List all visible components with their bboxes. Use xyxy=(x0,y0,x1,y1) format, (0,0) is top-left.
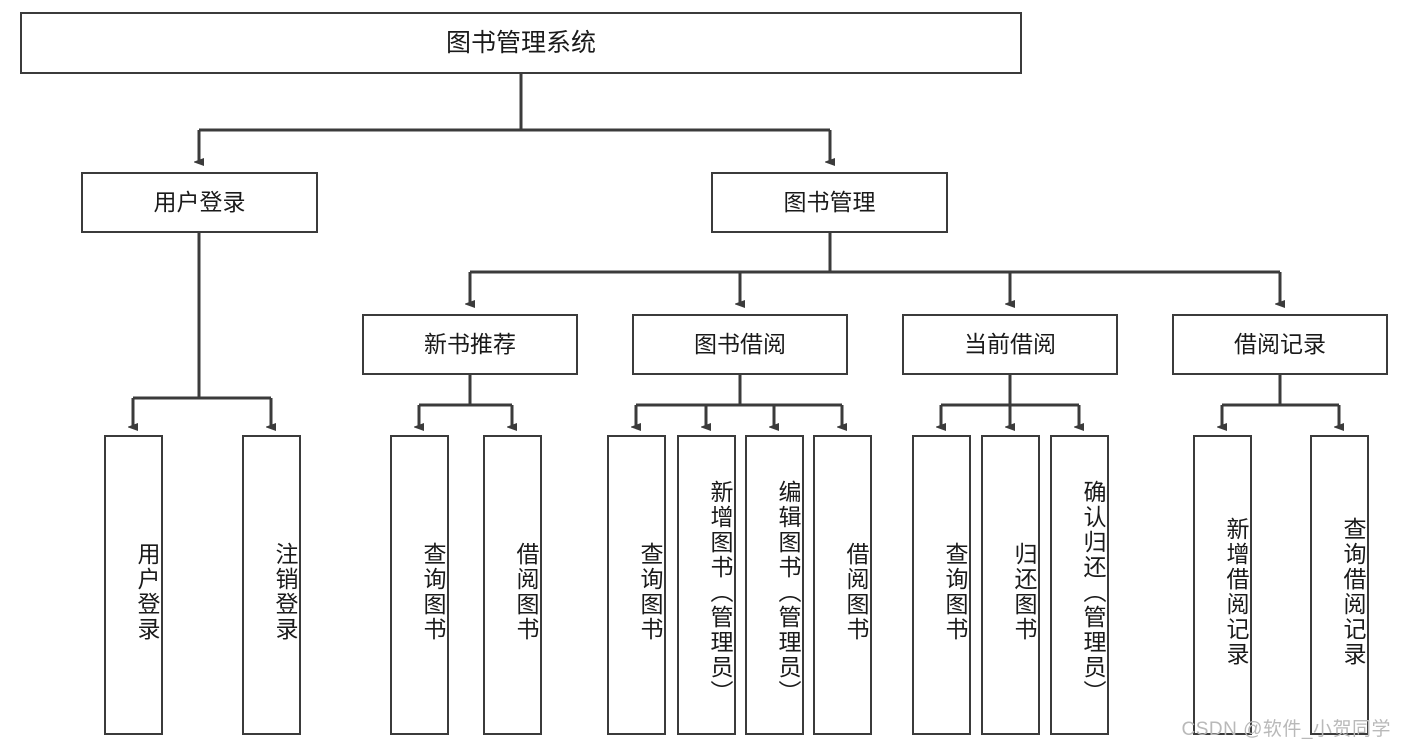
node-root-system[interactable]: 图书管理系统 xyxy=(20,12,1022,74)
node-label: 用户登录 xyxy=(134,542,160,642)
node-label: 查询图书 xyxy=(942,542,968,642)
node-label: 注销登录 xyxy=(272,542,298,642)
node-book-management[interactable]: 图书管理 xyxy=(711,172,948,233)
leaf-borrow-record-query[interactable]: 查询借阅记录 xyxy=(1310,435,1369,735)
node-label: 图书管理系统 xyxy=(445,29,596,57)
node-label: 归还图书 xyxy=(1011,542,1037,642)
leaf-current-borrow-return[interactable]: 归还图书 xyxy=(981,435,1040,735)
leaf-new-book-borrow[interactable]: 借阅图书 xyxy=(483,435,542,735)
csdn-watermark: CSDN @软件_小贺同学 xyxy=(1181,719,1391,740)
node-new-book-recommend[interactable]: 新书推荐 xyxy=(362,314,578,375)
leaf-user-login-logout[interactable]: 注销登录 xyxy=(242,435,301,735)
leaf-current-borrow-query[interactable]: 查询图书 xyxy=(912,435,971,735)
node-label: 查询借阅记录 xyxy=(1340,517,1366,667)
node-book-borrow[interactable]: 图书借阅 xyxy=(632,314,848,375)
leaf-new-book-query[interactable]: 查询图书 xyxy=(390,435,449,735)
node-label: 图书借阅 xyxy=(694,330,786,357)
node-label: 借阅图书 xyxy=(843,542,869,642)
node-label: 确认归还（管理员） xyxy=(1080,479,1106,705)
node-label: 新书推荐 xyxy=(424,330,516,357)
leaf-user-login-login[interactable]: 用户登录 xyxy=(104,435,163,735)
node-user-login[interactable]: 用户登录 xyxy=(81,172,318,233)
leaf-book-borrow-query[interactable]: 查询图书 xyxy=(607,435,666,735)
leaf-book-borrow-edit[interactable]: 编辑图书（管理员） xyxy=(745,435,804,735)
node-label: 借阅记录 xyxy=(1234,330,1326,357)
node-borrow-record[interactable]: 借阅记录 xyxy=(1172,314,1388,375)
leaf-borrow-record-add[interactable]: 新增借阅记录 xyxy=(1193,435,1252,735)
node-label: 新增借阅记录 xyxy=(1223,517,1249,667)
leaf-book-borrow-borrow[interactable]: 借阅图书 xyxy=(813,435,872,735)
leaf-current-borrow-confirm-return[interactable]: 确认归还（管理员） xyxy=(1050,435,1109,735)
node-label: 查询图书 xyxy=(420,542,446,642)
node-label: 当前借阅 xyxy=(964,330,1056,357)
node-label: 查询图书 xyxy=(637,542,663,642)
node-label: 新增图书（管理员） xyxy=(707,479,733,705)
node-label: 图书管理 xyxy=(783,188,876,215)
node-label: 用户登录 xyxy=(153,188,246,215)
node-label: 借阅图书 xyxy=(513,542,539,642)
node-label: 编辑图书（管理员） xyxy=(775,479,801,705)
leaf-book-borrow-add[interactable]: 新增图书（管理员） xyxy=(677,435,736,735)
node-current-borrow[interactable]: 当前借阅 xyxy=(902,314,1118,375)
